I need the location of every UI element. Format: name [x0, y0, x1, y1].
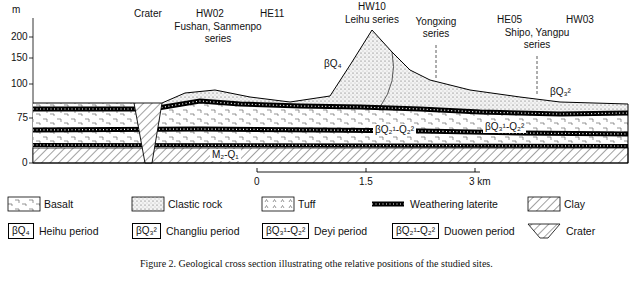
axis-unit: m [12, 4, 20, 16]
series-label: Yongxing series [407, 16, 465, 40]
clay-layer [33, 148, 628, 163]
y-axis [29, 18, 33, 163]
legend-label: Tuff [298, 198, 316, 210]
period-symbol-box: βQ₂¹-Q₂² [392, 223, 439, 239]
legend-swatches [8, 197, 560, 238]
unit-symbol: βQ₂¹-Q₂² [373, 124, 416, 136]
site-code: HW03 [566, 14, 594, 26]
feature-label: Crater [134, 8, 162, 20]
period-symbol-box: βQ₄ [8, 223, 34, 239]
period-symbol-box: βQ₃¹-Q₂² [262, 223, 309, 239]
cone-boundary [380, 52, 394, 107]
unit-symbol: βQ₄ [324, 58, 342, 70]
axis-tick-label: 0 [22, 157, 28, 169]
period-symbol: βQ₃² [136, 225, 157, 236]
period-symbol: βQ₄ [12, 225, 30, 236]
legend-label: Changliu period [166, 225, 240, 237]
site-code: HE05 [497, 14, 522, 26]
period-symbol: βQ₃¹-Q₂² [266, 225, 305, 236]
axis-tick-label: 75 [17, 112, 28, 124]
unit-symbol: βQ₃² [548, 86, 573, 98]
legend-label: Basalt [44, 198, 73, 210]
unit-symbol: βQ₃¹-Q₂² [483, 121, 526, 133]
series-label: Shipo, Yangpu series [497, 27, 577, 51]
crater [134, 103, 162, 163]
site-code: HW02 [196, 8, 224, 20]
series-label: Fushan, Sanmenpo series [168, 21, 268, 45]
site-code: HW10 [358, 1, 386, 13]
legend-label: Clastic rock [168, 198, 222, 210]
legend-label: Deyi period [314, 225, 367, 237]
unit-symbol: M₂-Q₁ [210, 149, 241, 161]
scale-label: 0 [254, 176, 260, 188]
period-symbol: βQ₂¹-Q₂² [396, 225, 435, 236]
legend-label: Clay [564, 198, 585, 210]
scale-label: 1.5 [359, 176, 373, 188]
series-label: Leihu series [345, 14, 399, 26]
scale-bar [257, 168, 480, 172]
figure-caption: Figure 2. Geological cross section illus… [140, 258, 493, 270]
legend-label: Weathering laterite [410, 198, 498, 210]
axis-tick-label: 100 [11, 78, 28, 90]
site-code: HE11 [260, 8, 284, 20]
site-marker [436, 45, 537, 95]
axis-tick-label: 200 [11, 31, 28, 43]
legend-label: Crater [566, 225, 595, 237]
legend-label: Duowen period [444, 225, 515, 237]
legend-label: Heihu period [39, 225, 99, 237]
period-symbol-box: βQ₃² [132, 223, 161, 239]
axis-tick-label: 150 [11, 52, 28, 64]
laterite-bands [33, 101, 628, 146]
scale-label: 3 km [469, 176, 491, 188]
